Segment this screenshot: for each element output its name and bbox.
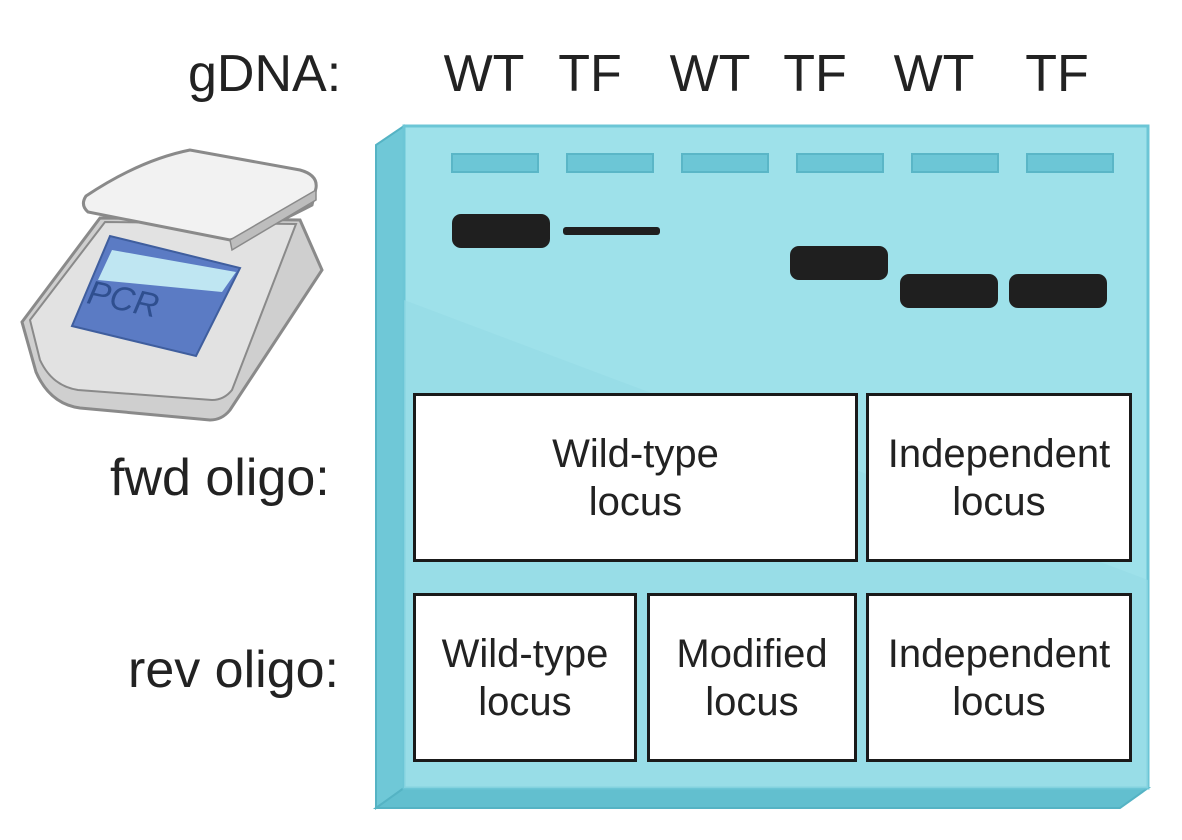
well-1 [451, 153, 539, 173]
well-5 [911, 153, 999, 173]
fwd-box-independent-line2: locus [952, 479, 1046, 524]
rev-box-independent: Independent locus [866, 593, 1132, 762]
well-4 [796, 153, 884, 173]
pcr-machine-icon: PCR [20, 148, 324, 422]
well-6 [1026, 153, 1114, 173]
band-lane-5 [900, 274, 998, 308]
gel-wells [451, 153, 1114, 173]
fwd-box-wild-type-line1: Wild-type [552, 431, 719, 476]
gel-bands [452, 214, 1107, 308]
rev-box-wild-type-line1: Wild-type [441, 631, 609, 676]
lane-label-3: WT [669, 45, 751, 103]
rev-box-independent-line1: Independent [887, 631, 1111, 676]
well-2 [566, 153, 654, 173]
rev-box-independent-line2: locus [952, 679, 1046, 724]
band-lane-1 [452, 214, 550, 248]
band-lane-4 [790, 246, 888, 280]
band-lane-6 [1009, 274, 1107, 308]
lane-label-2: TF [558, 45, 622, 103]
band-lane-2 [563, 227, 660, 235]
fwd-box-wild-type: Wild-type locus [413, 393, 858, 562]
fwd-box-independent-line1: Independent [887, 431, 1111, 476]
rev-box-wild-type-line2: locus [478, 679, 572, 724]
fwd-oligo-label: fwd oligo: [110, 449, 330, 507]
rev-box-modified-line1: Modified [676, 631, 828, 676]
fwd-box-wild-type-line2: locus [588, 479, 683, 524]
lane-label-6: TF [1025, 45, 1089, 103]
lane-label-4: TF [783, 45, 847, 103]
rev-oligo-label: rev oligo: [128, 641, 339, 699]
lane-label-1: WT [443, 45, 525, 103]
gdna-label: gDNA: [188, 45, 342, 103]
lane-label-5: WT [893, 45, 975, 103]
rev-box-wild-type: Wild-type locus [413, 593, 637, 762]
rev-box-modified: Modified locus [647, 593, 857, 762]
well-3 [681, 153, 769, 173]
fwd-box-independent: Independent locus [866, 393, 1132, 562]
rev-box-modified-line2: locus [705, 679, 799, 724]
